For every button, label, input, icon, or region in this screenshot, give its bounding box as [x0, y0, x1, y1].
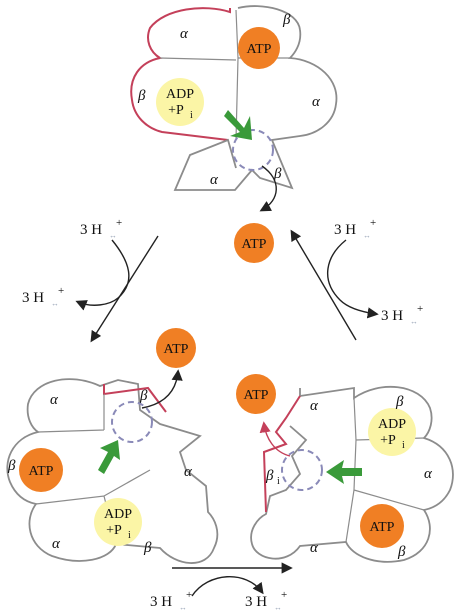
alpha-label: α	[310, 398, 319, 414]
adp-pi-molecule	[368, 408, 416, 456]
alpha-label: α	[424, 466, 433, 482]
subunit-outline-grey	[250, 385, 454, 563]
green-arrow	[326, 460, 362, 484]
atp-label: ATP	[244, 388, 269, 403]
atp-label: ATP	[164, 342, 189, 357]
proton-label: 3 H	[22, 290, 44, 306]
gamma-shaft-dashed-circle	[232, 129, 274, 171]
proton-arrow-sub: ↔	[410, 317, 418, 326]
f1-complex-bottom-right: ADP +P i ATP α β β i α α β	[250, 385, 454, 563]
proton-plus: +	[417, 303, 423, 315]
atp-label: ATP	[247, 42, 272, 57]
alpha-label: α	[312, 94, 321, 110]
alpha-label: α	[210, 172, 219, 188]
adp-pi-molecule	[94, 498, 142, 546]
beta-label: β	[395, 394, 404, 410]
proton-plus: +	[186, 589, 192, 601]
bottom-cycle-arrow: 3 H + ↔ 3 H + ↔	[150, 562, 293, 612]
proton-label: 3 H	[334, 222, 356, 238]
subunit-outline-grey	[173, 5, 338, 191]
proton-label: 3 H	[245, 594, 267, 610]
proton-plus: +	[281, 589, 287, 601]
atp-molecule	[19, 448, 63, 492]
atp-label: ATP	[370, 520, 395, 535]
release-arrow	[141, 369, 183, 409]
beta-label: β	[282, 12, 291, 28]
proton-arrow-sub: ↔	[109, 231, 117, 240]
alpha-label: α	[310, 540, 319, 556]
gamma-shaft-dashed-circle	[111, 401, 153, 443]
f1-complex-bottom-left: ATP ADP +P i α β β α α β	[6, 369, 219, 564]
subunit-outline-red	[262, 395, 301, 513]
beta-label: β	[273, 166, 282, 182]
pi-subscript: i	[190, 110, 193, 121]
release-arrow	[259, 421, 291, 457]
atp-label: ATP	[242, 237, 267, 252]
beta-label: β	[143, 540, 152, 556]
subunit-outline-red	[103, 384, 167, 413]
pi-subscript: i	[128, 530, 131, 541]
beta-label: β	[139, 388, 148, 404]
proton-plus: +	[370, 217, 376, 229]
atp-molecule	[360, 504, 404, 548]
beta-label: β	[137, 88, 146, 104]
proton-arrow-sub: ↔	[51, 299, 59, 308]
atp-molecule-released	[236, 374, 276, 414]
proton-arrow-sub: ↔	[274, 603, 282, 612]
proton-arrow-sub: ↔	[179, 603, 187, 612]
release-arrow	[259, 165, 277, 212]
pi-label: +P	[380, 433, 396, 448]
beta-label: β	[397, 544, 406, 560]
proton-flow-arrow	[75, 239, 130, 311]
subunit-divider	[35, 394, 151, 545]
pi-subscript: i	[402, 440, 405, 451]
subunit-outline-grey	[6, 378, 219, 564]
right-cycle-arrow: 3 H + ↔ 3 H + ↔	[290, 217, 423, 341]
proton-arrow-sub: ↔	[363, 231, 371, 240]
left-cycle-arrow: 3 H + ↔ 3 H + ↔	[22, 217, 159, 343]
proton-plus: +	[58, 285, 64, 297]
green-arrow	[224, 110, 252, 140]
alpha-label: α	[52, 536, 61, 552]
beta-label: β	[7, 458, 16, 474]
pi-subscript: i	[277, 476, 280, 487]
f1-complex-top: ATP ADP +P i α β β α α β	[130, 5, 338, 212]
atp-label: ATP	[29, 464, 54, 479]
atp-molecule-released	[234, 223, 274, 263]
proton-label: 3 H	[150, 594, 172, 610]
cycle-arrow-line	[290, 229, 357, 341]
alpha-label: α	[184, 464, 193, 480]
cycle-arrow-line	[90, 235, 159, 343]
proton-flow-arrow	[326, 239, 379, 319]
adp-label: ADP	[166, 87, 194, 102]
adp-pi-molecule	[156, 78, 204, 126]
adp-label: ADP	[104, 507, 132, 522]
proton-label: 3 H	[80, 222, 102, 238]
adp-label: ADP	[378, 417, 406, 432]
proton-flow-arrow	[191, 576, 264, 597]
proton-label: 3 H	[381, 308, 403, 324]
green-arrow	[98, 440, 120, 474]
beta-label: β	[265, 468, 274, 484]
alpha-label: α	[50, 392, 59, 408]
pi-label: +P	[168, 103, 184, 118]
alpha-label: α	[180, 26, 189, 42]
pi-label: +P	[106, 523, 122, 538]
gamma-shaft-dashed-circle	[281, 449, 323, 491]
subunit-outline-red	[130, 7, 231, 141]
atp-molecule-released	[156, 328, 196, 368]
proton-plus: +	[116, 217, 122, 229]
atp-molecule	[238, 27, 280, 69]
